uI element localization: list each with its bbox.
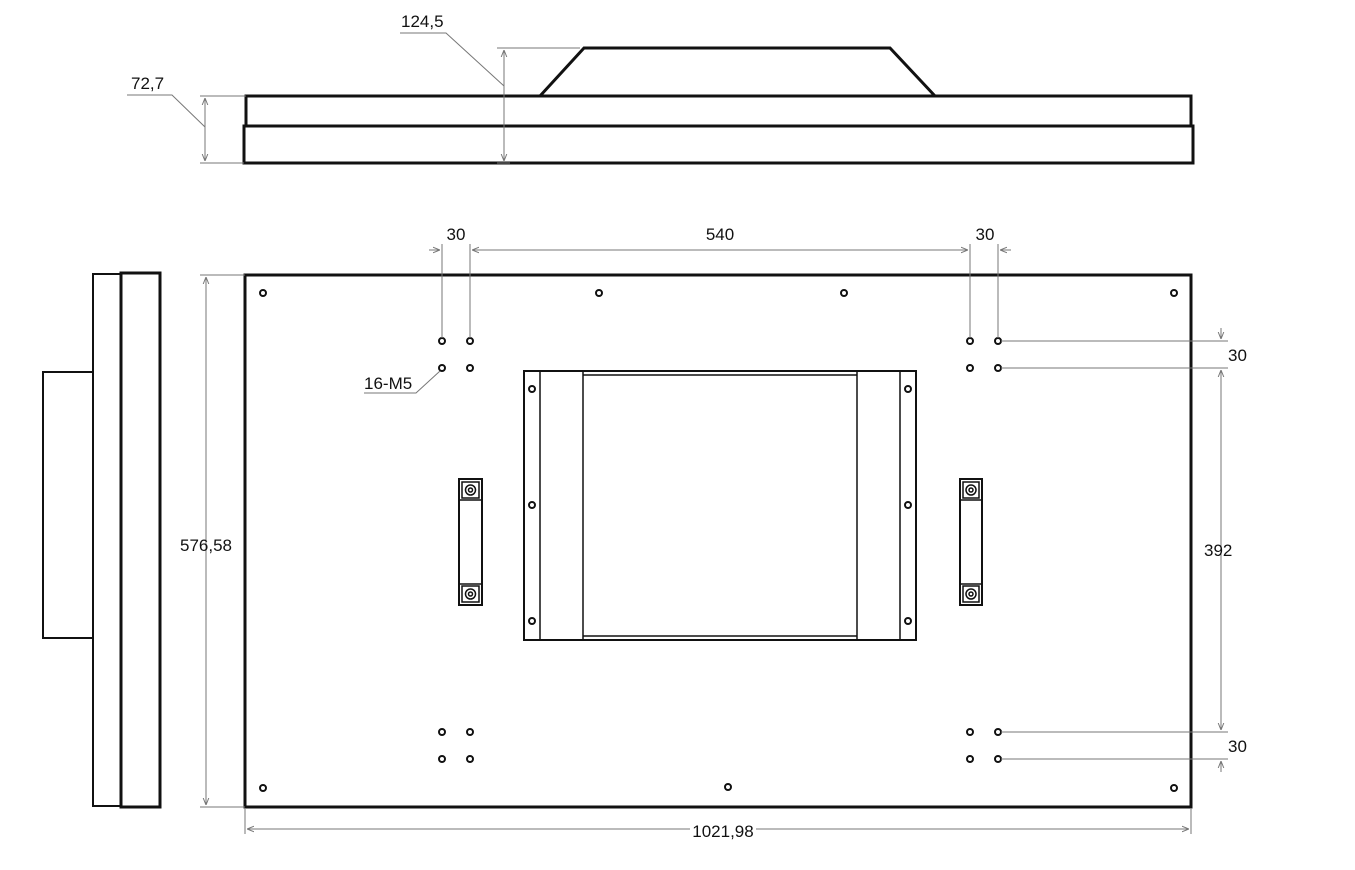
left-bracket xyxy=(458,478,483,606)
dims-vertical-holes: 30 392 30 xyxy=(1001,328,1247,772)
m5-hole xyxy=(966,728,974,736)
bracket-screw xyxy=(965,484,977,496)
back-box-screw xyxy=(528,617,536,625)
label-mounting-holes: 16-M5 xyxy=(364,374,412,393)
screw-hole xyxy=(1170,289,1178,297)
label-offset-top: 30 xyxy=(1228,346,1247,365)
bracket-screw xyxy=(464,484,477,496)
label-overall-height: 576,58 xyxy=(180,536,232,555)
back-box-screw xyxy=(528,385,536,393)
label-offset-left: 30 xyxy=(447,225,466,244)
label-offset-bottom: 30 xyxy=(1228,737,1247,756)
m5-hole xyxy=(994,364,1002,372)
m5-hole xyxy=(994,755,1002,763)
m5-hole xyxy=(438,364,446,372)
screw-hole xyxy=(259,289,267,297)
label-body-height: 72,7 xyxy=(131,74,164,93)
central-back-box xyxy=(523,370,917,641)
m5-hole xyxy=(466,728,474,736)
label-total-height: 124,5 xyxy=(401,12,444,31)
rear-view: 30 540 30 30 392 30 16-M5 576,58 xyxy=(180,225,1247,841)
leader-total-height xyxy=(400,32,505,87)
side-view-bezel xyxy=(119,271,162,809)
m5-hole xyxy=(466,364,474,372)
leader-body-height xyxy=(127,94,206,128)
bracket-tab xyxy=(461,585,480,603)
bracket-screw xyxy=(968,591,974,597)
bracket-screw xyxy=(467,591,474,597)
back-box-screw xyxy=(528,501,536,509)
m5-hole xyxy=(466,755,474,763)
back-box-outline xyxy=(523,370,917,641)
bracket-tab xyxy=(461,481,480,499)
dim-overall-height: 576,58 xyxy=(180,274,245,808)
label-overall-width: 1021,98 xyxy=(692,822,753,841)
m5-hole xyxy=(994,728,1002,736)
m5-hole xyxy=(466,337,474,345)
m5-hole xyxy=(966,755,974,763)
side-view-body xyxy=(92,273,122,807)
back-box-screw xyxy=(904,385,912,393)
dim-overall-width: 1021,98 xyxy=(244,809,1192,841)
dims-horizontal-holes: 30 540 30 xyxy=(429,225,1011,338)
m5-hole xyxy=(438,337,446,345)
screw-hole xyxy=(840,289,848,297)
top-view-back-box xyxy=(538,46,937,98)
rear-panel-outline xyxy=(243,273,1193,809)
back-box-screw xyxy=(904,501,912,509)
callout-mounting-holes: 16-M5 xyxy=(364,370,441,394)
m5-hole xyxy=(966,337,974,345)
top-view-bezel xyxy=(242,124,1195,165)
bracket-outline xyxy=(458,478,483,606)
m5-hole xyxy=(438,755,446,763)
screw-hole xyxy=(259,784,267,792)
screw-hole xyxy=(724,783,732,791)
side-view-back-box xyxy=(42,371,94,639)
label-mask xyxy=(690,820,756,840)
m5-hole xyxy=(966,364,974,372)
bracket-outline xyxy=(959,478,983,606)
frame-screw-holes xyxy=(259,289,1178,792)
label-pitch-horizontal: 540 xyxy=(706,225,734,244)
bracket-screw xyxy=(965,588,977,600)
mounting-holes-m5 xyxy=(438,337,1002,763)
label-pitch-vertical: 392 xyxy=(1204,541,1232,560)
bracket-tab xyxy=(962,481,980,499)
screw-hole xyxy=(595,289,603,297)
top-view: 124,5 72,7 xyxy=(127,12,1195,165)
bracket-screw xyxy=(968,487,974,493)
bracket-tab xyxy=(962,585,980,603)
right-bracket xyxy=(959,478,983,606)
leader-mounting-holes xyxy=(364,370,441,394)
back-box-screw xyxy=(904,617,912,625)
top-view-body xyxy=(244,94,1193,128)
bracket-screw xyxy=(467,487,474,493)
bracket-screw xyxy=(464,588,477,600)
m5-hole xyxy=(994,337,1002,345)
screw-hole xyxy=(1170,784,1178,792)
side-view xyxy=(42,271,162,809)
label-offset-right: 30 xyxy=(976,225,995,244)
m5-hole xyxy=(438,728,446,736)
